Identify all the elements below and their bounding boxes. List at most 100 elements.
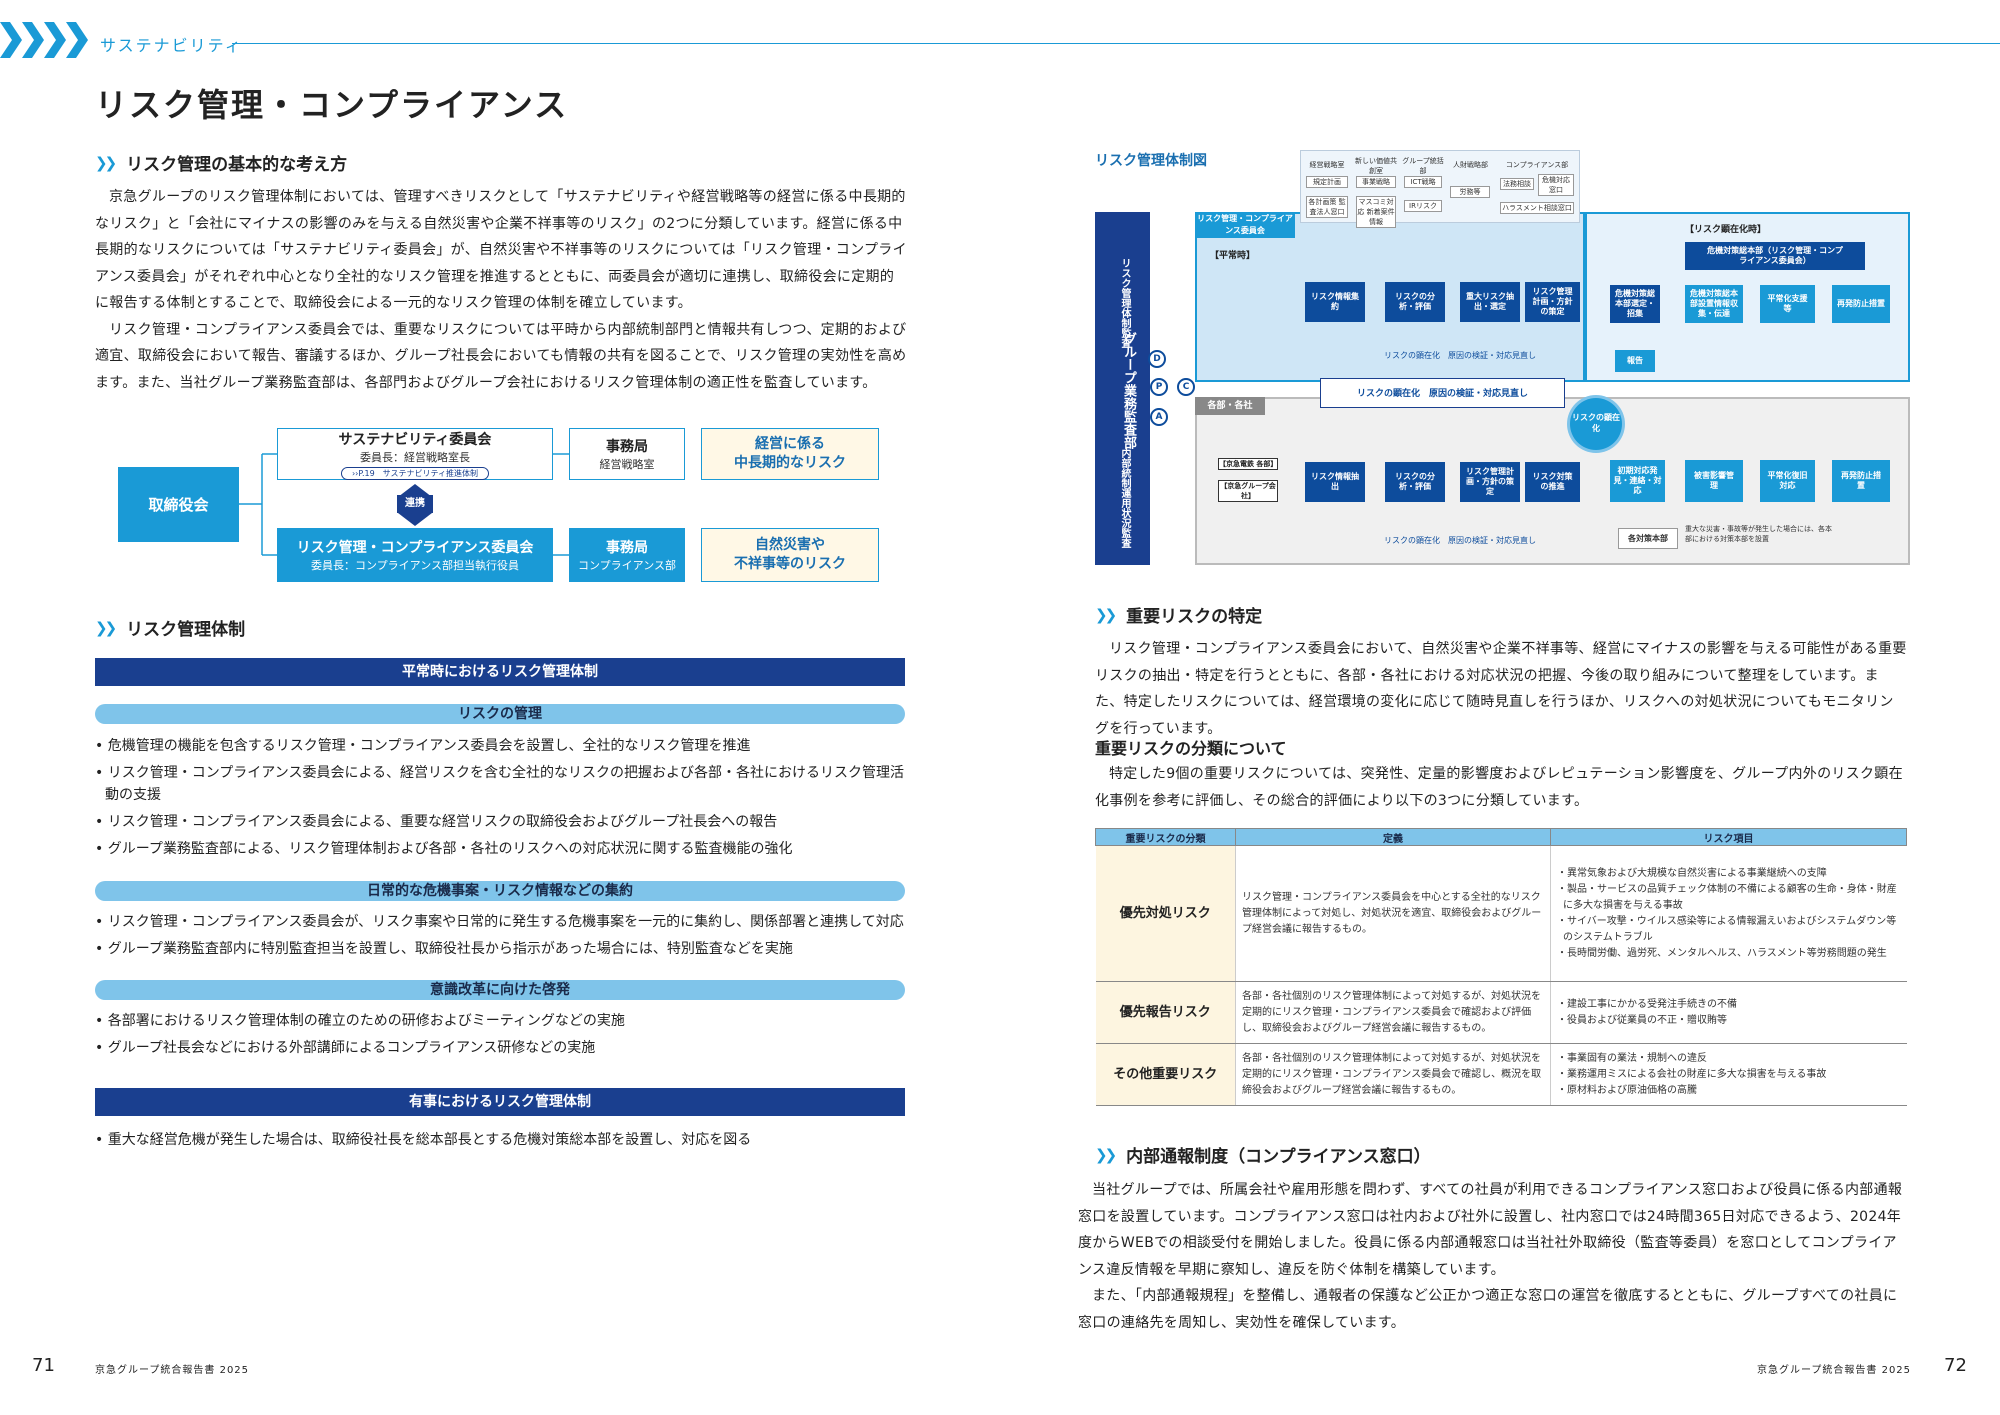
company-label: 【京急電鉄 各部】	[1218, 458, 1278, 470]
whistle-body: 当社グループでは、所属会社や雇用形態を問わず、すべての社員が利用できるコンプライ…	[1078, 1177, 1908, 1336]
risk-management-subbar: リスクの管理	[95, 704, 905, 724]
list-item: グループ社長会などにおける外部講師によるコンプライアンス研修などの実施	[95, 1037, 910, 1059]
pdca-c: C	[1177, 378, 1195, 396]
audit-column	[1095, 212, 1150, 565]
dept-tab: 各部・各社	[1195, 397, 1265, 415]
dept-item: 規定計画	[1306, 176, 1348, 188]
emergency-bar: 有事におけるリスク管理体制	[95, 1088, 905, 1116]
emergency-list: 重大な経営危機が発生した場合は、取締役社長を総本部長とする危機対策総本部を設置し…	[95, 1129, 910, 1156]
list-item: 製品・サービスの品質チェック体制の不備による顧客の生命・身体・財産に多大な損害を…	[1557, 882, 1901, 914]
flow-top-step: リスクの分析・評価	[1385, 282, 1445, 322]
pdca-a: A	[1150, 408, 1168, 426]
dept-item: 各計画策 監査法人窓口	[1306, 196, 1348, 218]
table-cell-items: 建設工事にかかる受発注手続きの不備 役員および従業員の不正・贈収賄等	[1550, 981, 1907, 1044]
list-item: 重大な経営危機が発生した場合は、取締役社長を総本部長とする危機対策総本部を設置し…	[95, 1129, 910, 1151]
countermeasure-note: 重大な災害・事故等が発生した場合には、各本部における対策本部を設置	[1685, 525, 1832, 543]
basic-heading: ❯❯ リスク管理の基本的な考え方	[95, 150, 348, 176]
secretariat-sub-2: コンプライアンス部	[577, 559, 676, 572]
disaster-risk-line1: 自然災害や	[755, 537, 825, 553]
secretariat-box-1: 事務局 経営戦略室	[569, 428, 685, 480]
dept-item: 事業戦略	[1356, 176, 1396, 188]
crisis-step: 平常化支援等	[1760, 285, 1815, 323]
audit-bottom-label: 内部統制運用状況監査	[1119, 448, 1130, 548]
secretariat-title-2: 事務局	[606, 540, 648, 556]
emergency-label: 【リスク顕在化時】	[1685, 225, 1767, 235]
dept-item: 法務相談	[1500, 178, 1534, 190]
double-chevron-icon: ❯❯	[1095, 605, 1117, 624]
flow-bottom-step: リスク管理計画・方針の策定	[1460, 462, 1520, 502]
feedback-bottom: リスクの顕在化 原因の検証・対応見直し	[1384, 536, 1536, 545]
list-item: 役員および従業員の不正・贈収賄等	[1557, 1013, 1901, 1029]
emergency-circle: リスクの顕在化	[1570, 398, 1622, 450]
table-cell-class: 優先対処リスク	[1095, 845, 1236, 982]
list-item: グループ業務監査部内に特別監査担当を設置し、取締役社長から指示があった場合には、…	[95, 938, 910, 960]
diagram-title: リスク管理体制図	[1095, 153, 1207, 169]
list-item: グループ業務監査部による、リスク管理体制および各部・各社のリスクへの対応状況に関…	[95, 838, 910, 860]
midterm-risk-box: 経営に係る 中長期的なリスク	[701, 428, 879, 480]
sustainability-committee-box: サステナビリティ委員会 委員長：経営戦略室長 ››P.19 サステナビリティ推進…	[277, 428, 553, 480]
table-header: 定義	[1235, 828, 1551, 846]
whistle-paragraph-1: 当社グループでは、所属会社や雇用形態を問わず、すべての社員が利用できるコンプライ…	[1078, 1182, 1903, 1278]
basic-paragraph-1: 京急グループのリスク管理体制においては、管理すべきリスクとして「サステナビリティ…	[95, 189, 907, 311]
report-box: 報告	[1615, 350, 1655, 372]
flow-top-step: 重大リスク抽出・選定	[1460, 282, 1520, 322]
crisis-step: 危機対策総本部選定・招集	[1610, 285, 1660, 323]
list-item: 事業固有の業法・規制への違反	[1557, 1051, 1901, 1067]
flow-top-step: リスク情報集約	[1305, 282, 1365, 322]
dept-name: コンプライアンス部	[1505, 161, 1569, 169]
crisis-bottom-step: 被害影響管理	[1685, 460, 1743, 502]
dept-name: 人財戦略部	[1453, 161, 1488, 169]
risk-compliance-committee-title: リスク管理・コンプライアンス委員会	[296, 540, 534, 556]
pdca-p: P	[1150, 378, 1168, 396]
flow-top-step: リスク管理計画・方針の策定	[1525, 282, 1580, 322]
sustainability-reference-link[interactable]: ››P.19 サステナビリティ推進体制	[340, 466, 490, 480]
table-header: リスク項目	[1550, 828, 1907, 846]
flow-bottom-step: リスクの分析・評価	[1385, 462, 1445, 502]
audit-top-label: リスク管理体制監査	[1119, 258, 1130, 348]
important-heading: ❯❯ 重要リスクの特定	[1095, 602, 1262, 628]
secretariat-box-2: 事務局 コンプライアンス部	[569, 528, 685, 582]
table-header-row: 重要リスクの分類 定義 リスク項目	[1095, 828, 1907, 846]
footer-text-right: 京急グループ統合報告書 2025	[1757, 1365, 1912, 1376]
secretariat-sub-1: 経営戦略室	[599, 458, 655, 471]
list-item: 各部署におけるリスク管理体制の確立のための研修およびミーティングなどの実施	[95, 1010, 910, 1032]
basic-body: 京急グループのリスク管理体制においては、管理すべきリスクとして「サステナビリティ…	[95, 184, 907, 396]
committee-tab: リスク管理・コンプライアンス委員会	[1195, 212, 1295, 238]
important-body: リスク管理・コンプライアンス委員会において、自然災害や企業不祥事等、経営にマイナ…	[1095, 636, 1907, 742]
dept-item: 危機対応窓口	[1538, 174, 1574, 196]
list-item: リスク管理・コンプライアンス委員会が、リスク事案や日常的に発生する危機事案を一元…	[95, 911, 910, 933]
double-chevron-icon: ❯❯	[95, 153, 117, 172]
list-item: リスク管理・コンプライアンス委員会による、重要な経営リスクの取締役会およびグルー…	[95, 811, 910, 833]
whistle-paragraph-2: また、「内部通報規程」を整備し、通報者の保護など公正かつ適正な窓口の運営を徹底す…	[1078, 1288, 1898, 1331]
midterm-risk-line1: 経営に係る	[755, 436, 825, 452]
link-label: 連携	[397, 495, 433, 513]
list-item: 異常気象および大規模な自然災害による事業継続への支障	[1557, 866, 1901, 882]
company-label: 【京急グループ会社】	[1218, 480, 1278, 502]
countermeasure-label: 各対策本部	[1618, 528, 1678, 549]
table-cell-definition: 各部・各社個別のリスク管理体制によって対処するが、対処状況を定期的にリスク管理・…	[1235, 981, 1551, 1044]
basic-heading-text: リスク管理の基本的な考え方	[126, 155, 348, 175]
classify-heading: 重要リスクの分類について	[1095, 739, 1287, 758]
risk-classification-table: 重要リスクの分類 定義 リスク項目 優先対処リスク リスク管理・コンプライアンス…	[1095, 828, 1907, 1106]
disaster-risk-line2: 不祥事等のリスク	[734, 556, 846, 572]
risk-management-list: 危機管理の機能を包含するリスク管理・コンプライアンス委員会を設置し、全社的なリス…	[95, 735, 910, 865]
audit-main-label: グループ業務監査部	[1121, 331, 1136, 449]
dept-item: マスコミ対応 新着案件情報	[1356, 196, 1396, 228]
list-item: リスク管理・コンプライアンス委員会による、経営リスクを含む全社的なリスクの把握お…	[95, 762, 910, 806]
footer-text-left: 京急グループ統合報告書 2025	[95, 1365, 250, 1376]
org-connectors	[239, 453, 569, 556]
feedback-top: リスクの顕在化 原因の検証・対応見直し	[1384, 351, 1536, 360]
board-box: 取締役会	[118, 467, 239, 542]
list-item: サイバー攻撃・ウイルス感染等による情報漏えいおよびシステムダウン等のシステムトラ…	[1557, 914, 1901, 946]
table-row: 優先報告リスク 各部・各社個別のリスク管理体制によって対処するが、対処状況を定期…	[1095, 981, 1907, 1044]
daily-crisis-list: リスク管理・コンプライアンス委員会が、リスク事案や日常的に発生する危機事案を一元…	[95, 911, 910, 965]
table-cell-items: 異常気象および大規模な自然災害による事業継続への支障 製品・サービスの品質チェッ…	[1550, 845, 1907, 982]
table-cell-class: 優先報告リスク	[1095, 981, 1236, 1044]
sustainability-committee-title: サステナビリティ委員会	[338, 431, 492, 448]
awareness-list: 各部署におけるリスク管理体制の確立のための研修およびミーティングなどの実施 グル…	[95, 1010, 910, 1064]
flow-bottom-step: リスク情報抽出	[1305, 462, 1365, 502]
header-chevrons	[0, 22, 88, 58]
table-cell-items: 事業固有の業法・規制への違反 業務運用ミスによる会社の財産に多大な損害を与える事…	[1550, 1043, 1907, 1106]
feedback-mid-box: リスクの顕在化 原因の検証・対応見直し	[1320, 378, 1565, 408]
crisis-step: 危機対策総本部設置情報収集・伝達	[1685, 285, 1743, 323]
